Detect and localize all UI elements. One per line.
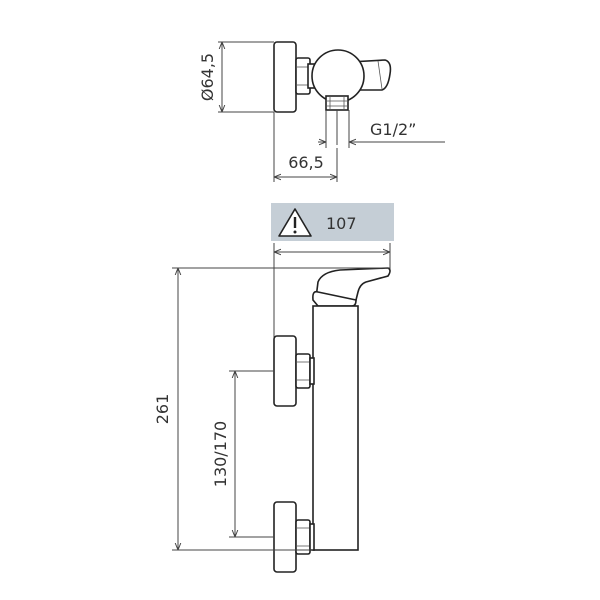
top-outlet [325, 95, 349, 111]
depth-label: 66,5 [288, 153, 324, 172]
mixer-body [312, 305, 359, 551]
diameter-label: Ø64,5 [198, 53, 217, 101]
upper-connector [309, 357, 315, 385]
spacing-label: 130/170 [211, 421, 230, 487]
warning-triangle-icon [278, 208, 312, 237]
front-view: 107 261 130/170 [153, 203, 394, 573]
upper-rosette [273, 335, 297, 407]
top-view: Ø64,5 G1/2” 66,5 [198, 41, 445, 182]
top-body [311, 49, 365, 103]
upper-nut [295, 353, 311, 389]
lever-handle [315, 267, 391, 301]
lower-rosette [273, 501, 297, 573]
height-label: 261 [153, 394, 172, 425]
top-rosette [273, 41, 297, 113]
lower-nut [295, 519, 311, 555]
width-label: 107 [326, 214, 357, 233]
lower-connector [309, 523, 315, 551]
thread-label: G1/2” [370, 120, 416, 139]
